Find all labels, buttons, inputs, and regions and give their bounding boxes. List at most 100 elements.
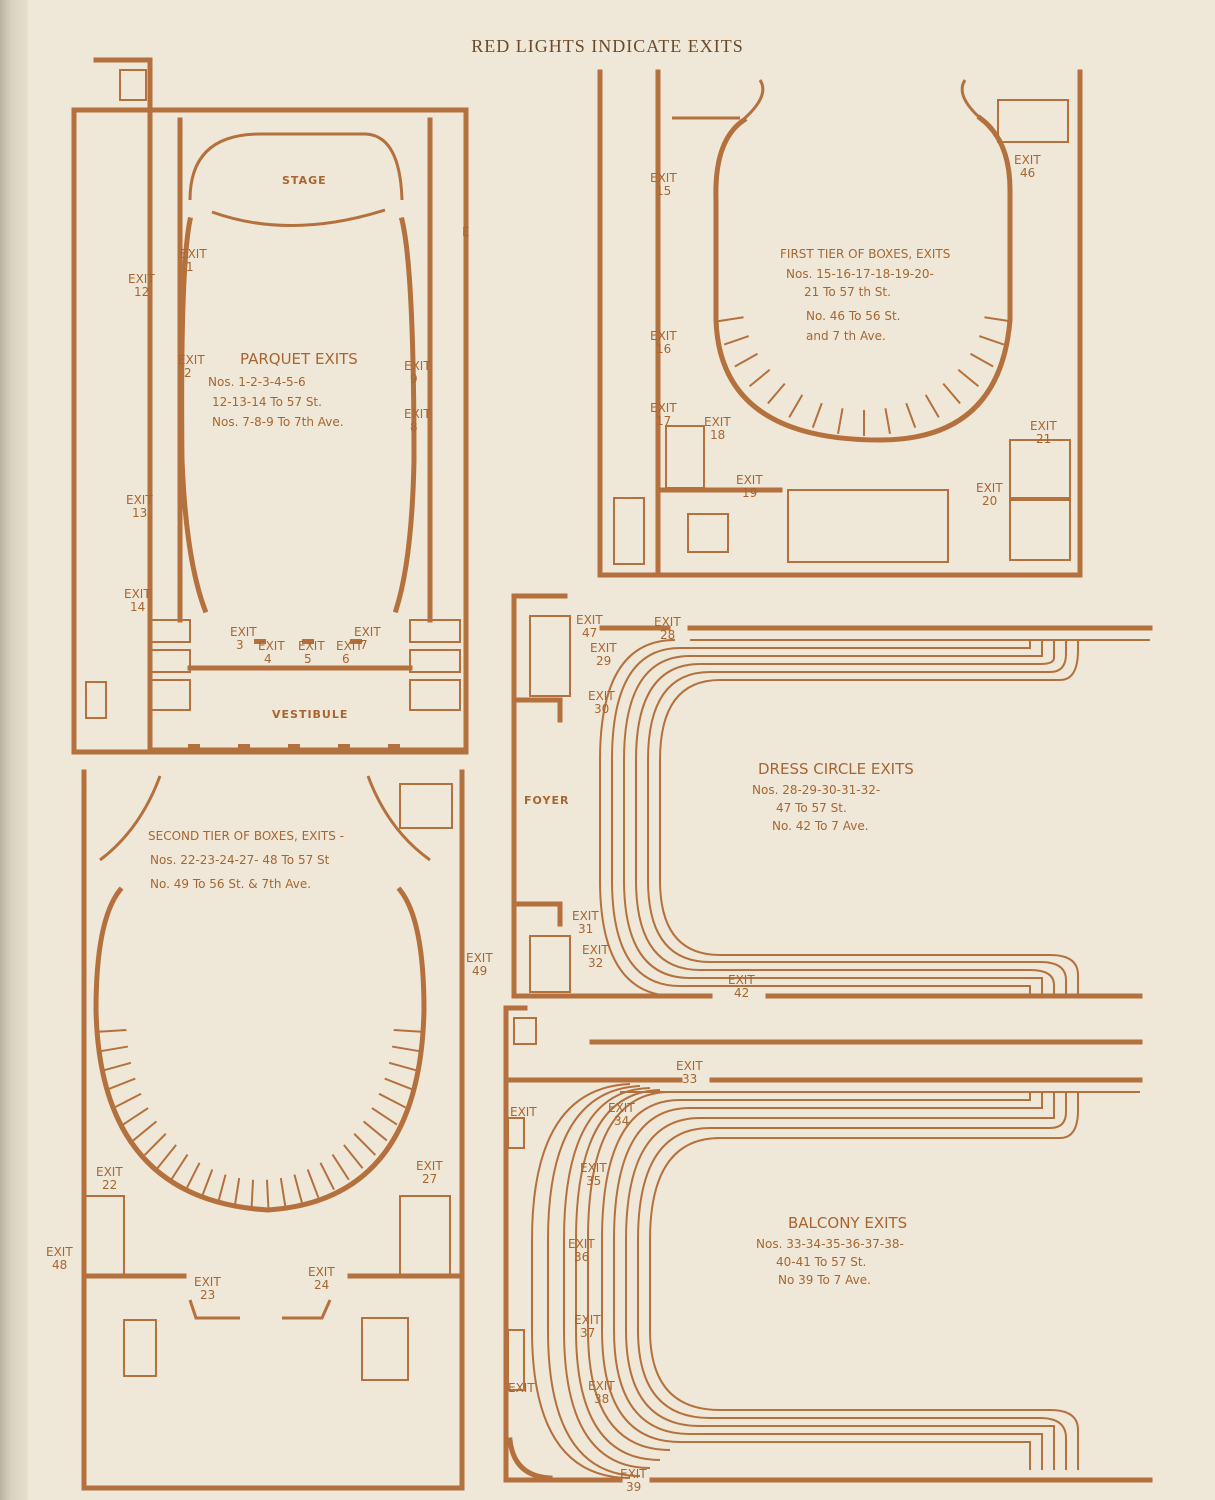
balcony-title: BALCONY EXITS <box>788 1214 907 1232</box>
box-seat <box>767 382 786 405</box>
exit-word: EXIT <box>976 481 1003 495</box>
exit-word: EXIT <box>576 613 603 627</box>
parquet-line-3: Nos. 7-8-9 To 7th Ave. <box>212 415 344 429</box>
exit-number: 3 <box>236 638 244 652</box>
first-tier-box-seats <box>717 316 1011 436</box>
exit-word: EXIT <box>620 1467 647 1481</box>
exit-word: EXIT <box>336 639 363 653</box>
exit-number: 31 <box>578 922 593 936</box>
exit-number: 29 <box>596 654 611 668</box>
box-seat <box>113 1092 142 1109</box>
box-seat <box>905 402 917 428</box>
box-seat <box>156 1144 177 1169</box>
exit-number: 23 <box>200 1288 215 1302</box>
exit-number: 27 <box>422 1172 437 1186</box>
first-tier-line-1: Nos. 15-16-17-18-19-20- <box>786 267 934 281</box>
box-seat <box>265 1179 270 1210</box>
second-tier-box-seats <box>96 1029 424 1210</box>
dress-circle-line-3: No. 42 To 7 Ave. <box>772 819 869 833</box>
exit-word: EXIT <box>654 615 681 629</box>
exit-word: EXIT <box>404 359 431 373</box>
exit-number: 49 <box>472 964 487 978</box>
exit-word: EXIT <box>194 1275 221 1289</box>
exit-word: EXIT <box>510 1105 537 1119</box>
box-seat <box>185 1162 201 1191</box>
box-seat <box>384 1077 413 1091</box>
exit-number: 8 <box>410 420 418 434</box>
exit-number: 24 <box>314 1278 329 1292</box>
first-tier-title: FIRST TIER OF BOXES, EXITS <box>780 247 950 261</box>
exit-word: EXIT <box>1014 153 1041 167</box>
exit-word: EXIT <box>736 473 763 487</box>
box-seat <box>343 1144 364 1169</box>
exit-word: EXIT <box>676 1059 703 1073</box>
parquet-plan: STAGE VESTIBULE PARQUET EXITS Nos. 1-2-3… <box>71 57 470 755</box>
first-tier-line-4: and 7 th Ave. <box>806 329 886 343</box>
exit-number: 20 <box>982 494 997 508</box>
box-seat <box>748 369 771 388</box>
box-seat <box>788 394 804 418</box>
box-seat <box>978 335 1005 346</box>
exit-word: EXIT <box>298 639 325 653</box>
box-seat <box>132 1120 158 1142</box>
exit-number: 4 <box>264 652 272 666</box>
exit-number: 34 <box>614 1114 629 1128</box>
parquet-line-1: Nos. 1-2-3-4-5-6 <box>208 375 306 389</box>
second-tier-line-1: Nos. 22-23-24-27- 48 To 57 St <box>150 853 330 867</box>
box-seat <box>811 402 823 428</box>
exit-number: 21 <box>1036 432 1051 446</box>
exit-word: EXIT <box>308 1265 335 1279</box>
box-seat <box>306 1169 320 1198</box>
first-tier-plan: FIRST TIER OF BOXES, EXITS Nos. 15-16-17… <box>597 69 1083 578</box>
exit-number: 14 <box>130 600 145 614</box>
exit-word: EXIT <box>404 407 431 421</box>
exit-number: 7 <box>360 638 368 652</box>
box-seat <box>836 408 844 435</box>
box-seat <box>293 1174 304 1204</box>
exit-marker-eb1: EXIT <box>510 1105 537 1119</box>
box-seat <box>969 352 994 368</box>
box-seat <box>391 1045 422 1053</box>
box-seat <box>319 1162 335 1191</box>
exit-word: EXIT <box>650 171 677 185</box>
exit-number: 13 <box>132 506 147 520</box>
exit-word: EXIT <box>608 1101 635 1115</box>
exit-word: EXIT <box>588 1379 615 1393</box>
exit-word: EXIT <box>258 639 285 653</box>
box-seat <box>371 1107 398 1126</box>
exit-number: 1 <box>186 260 194 274</box>
exit-number: 38 <box>594 1392 609 1406</box>
box-seat <box>957 369 980 388</box>
parquet-title: PARQUET EXITS <box>240 350 358 368</box>
exit-word: EXIT <box>354 625 381 639</box>
exit-number: 5 <box>304 652 312 666</box>
second-tier-title: SECOND TIER OF BOXES, EXITS - <box>148 829 344 843</box>
exit-word: EXIT <box>180 247 207 261</box>
parquet-line-2: 12-13-14 To 57 St. <box>212 395 322 409</box>
exit-number: 2 <box>184 366 192 380</box>
box-seat <box>143 1133 167 1156</box>
balcony-plan: BALCONY EXITS Nos. 33-34-35-36-37-38- 40… <box>503 1005 1153 1483</box>
